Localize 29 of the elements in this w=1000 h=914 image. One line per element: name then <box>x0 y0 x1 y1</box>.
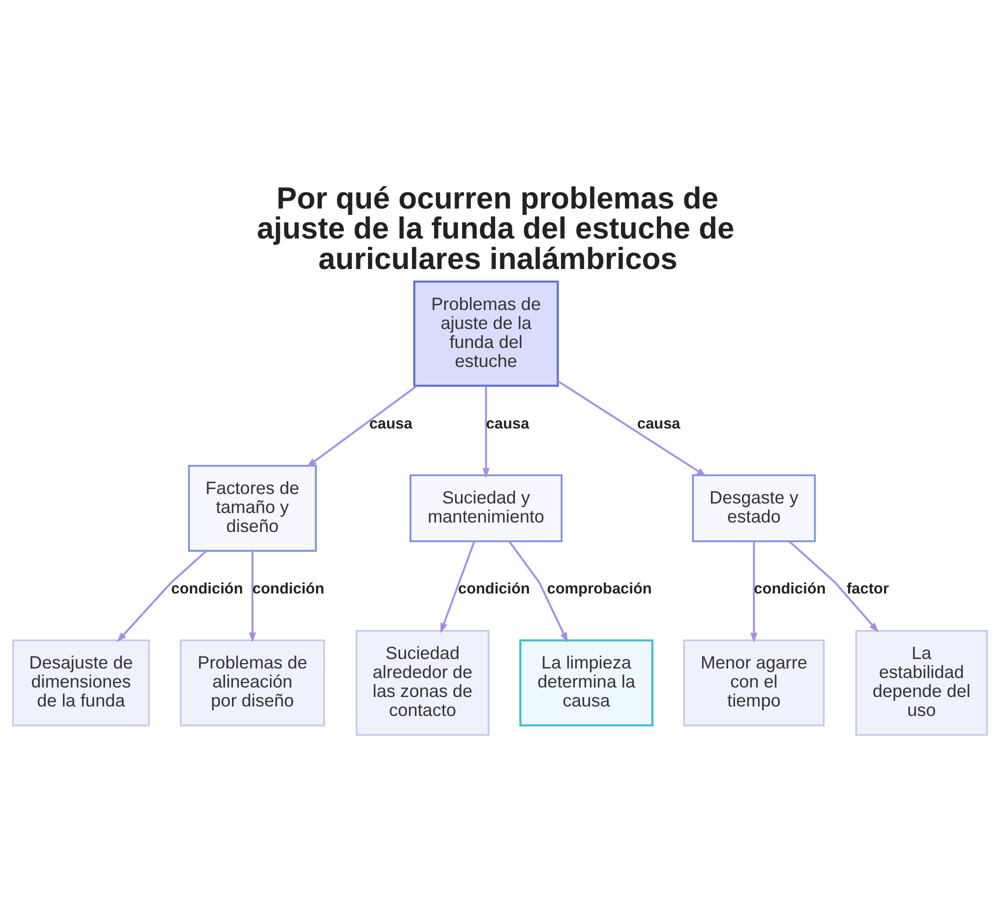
arrow <box>750 541 758 642</box>
arrow <box>482 386 490 478</box>
diagram-title: Por qué ocurren problemas de ajuste de la funda del estuche de auriculares inalámbricos <box>256 180 734 276</box>
node-box: Factores de tamaño y diseño <box>188 464 317 552</box>
edge-label: causa <box>637 414 680 432</box>
node-box: Menor agarre con el tiempo <box>683 639 825 726</box>
edge-label: comprobación <box>546 580 652 597</box>
arrow <box>508 540 568 642</box>
edge-label: condición <box>754 580 826 597</box>
edge-label: causa <box>486 414 530 432</box>
arrow <box>557 380 707 476</box>
arrow <box>116 550 207 642</box>
arrow <box>788 540 879 632</box>
node-box: Problemas de alineación por diseño <box>180 639 325 726</box>
node-box: Desgaste y estado <box>692 474 816 542</box>
node-box: Suciedad y mantenimiento <box>410 474 562 542</box>
edge-label: condición <box>252 580 324 597</box>
edge-label: condición <box>171 580 244 597</box>
arrow <box>440 540 476 633</box>
node-box: La limpieza determina la causa <box>519 638 654 726</box>
edge-label: causa <box>369 414 412 432</box>
node-box: Suciedad alrededor de las zonas de contacto <box>356 629 490 736</box>
node-box: Desajuste de dimensiones de la funda <box>12 639 150 726</box>
node-box: La estabilidad depende del uso <box>855 629 988 736</box>
edge-label: factor <box>846 580 889 597</box>
node-box: Problemas de ajuste de la funda del estuche <box>413 280 559 386</box>
arrow <box>306 384 418 467</box>
edge-label: condición <box>458 580 530 597</box>
arrow <box>248 550 256 642</box>
